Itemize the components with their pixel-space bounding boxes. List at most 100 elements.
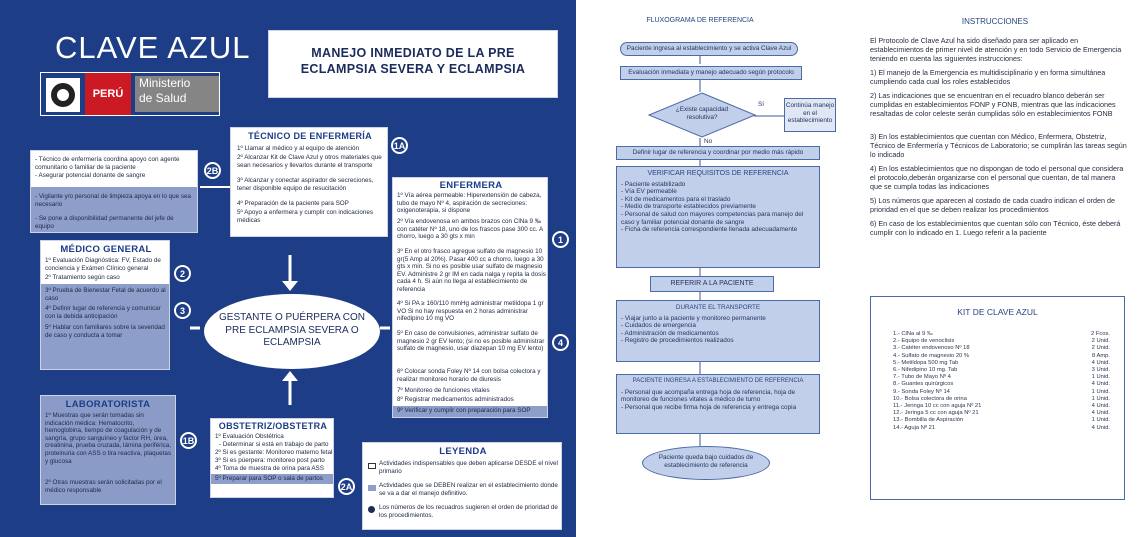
medico-shade	[41, 284, 169, 369]
enfermera-title: ENFERMERA	[439, 180, 503, 191]
kit-list: 1.- ClNa al 9 ‰2 Fcos. 2.- Equipo de ven…	[871, 317, 1124, 432]
enfermera-item: 2º Vía endovenosa en ambos brazos con Cl…	[397, 218, 543, 241]
instrucciones-item: 2) Las indicaciones que se encuentran en…	[870, 91, 1116, 119]
enfermera-item: 5º En caso de convulsiones, administrar …	[397, 330, 545, 353]
badge-4: 4	[552, 334, 569, 351]
flow-decision-diamond	[648, 92, 756, 138]
box-2b-item: - Se pone a disponibilidad permanente de…	[35, 215, 174, 230]
instrucciones-title: INSTRUCCIONES	[961, 17, 1029, 26]
kit-title: KIT DE CLAVE AZUL	[957, 307, 1038, 317]
kit-row: 4.- Sulfato de magnesio 20 %8 Amp.	[893, 352, 1110, 359]
ingresa-item: - Personal que acompaña entrega hoja de …	[621, 388, 796, 404]
instrucciones-intro: El Protocolo de Clave Azul ha sido diseñ…	[870, 36, 1122, 64]
transporte-title: DURANTE EL TRANSPORTE	[675, 304, 761, 311]
leyenda-title: LEYENDA	[439, 446, 487, 457]
box-2b: - Técnico de enfermería coordina apoyo c…	[30, 150, 198, 233]
main-heading: MANEJO INMEDIATO DE LA PRE ECLAMPSIA SEV…	[300, 46, 526, 76]
flow-start: Paciente ingresa al establecimiento y se…	[620, 42, 798, 56]
verificar-item: - Kit de medicamentos para el traslado	[621, 195, 731, 203]
legend-swatch-white	[368, 463, 376, 469]
obstetriz-item: 2º Si es gestante: Monitoreo materno fet…	[215, 449, 333, 456]
legend-swatch-blue	[368, 485, 376, 491]
obstetriz-title: OBSTETRIZ/OBSTETRA	[218, 421, 328, 431]
flow-ingresa: PACIENTE INGRESA A ESTABLECIMIENTO DE RE…	[616, 374, 820, 434]
coat-of-arms-icon	[46, 78, 80, 112]
verificar-item: - Medio de transporte establecidos previ…	[621, 203, 756, 211]
tecnico-title: TÉCNICO DE ENFERMERÍA	[248, 131, 372, 141]
instrucciones-item: 4) En los establecimientos que no dispon…	[870, 164, 1124, 192]
laboratorista-title: LABORATORISTA	[65, 399, 151, 410]
enfermera-item: 9º Verificar y cumplir con preparación p…	[397, 407, 531, 414]
verificar-item: - Personal de salud con mayores competen…	[621, 210, 804, 226]
enfermera-item: 1º Vía aérea permeable: Hiperextensión d…	[397, 192, 542, 215]
instrucciones-item: 3) En los establecimientos que cuentan c…	[870, 132, 1127, 160]
ingresa-item: - Personal que recibe firma hoja de refe…	[621, 403, 797, 411]
flow-verificar: VERIFICAR REQUISITOS DE REFERENCIA - Pac…	[616, 166, 820, 268]
badge-1b: 1B	[180, 432, 197, 449]
flow-yes-label: Sí	[758, 101, 765, 108]
medico-box: MÉDICO GENERAL 1º Evaluación Diagnóstica…	[40, 240, 170, 370]
patient-ellipse: GESTANTE O PUÉRPERA CON PRE ECLAMPSIA SE…	[204, 294, 380, 369]
box-2b-item: - Asegurar potencial donante de sangre	[35, 172, 146, 179]
leyenda-box: LEYENDA Actividades indispensables que d…	[362, 442, 562, 530]
tecnico-item: 2º Alcanzar Kit de Clave Azul y otros ma…	[237, 154, 382, 169]
main-heading-box: MANEJO INMEDIATO DE LA PRE ECLAMPSIA SEV…	[268, 30, 558, 98]
enfermera-item: 7º Monitoreo de funciones vitales	[397, 387, 490, 394]
ingresa-title: PACIENTE INGRESA A ESTABLECIMIENTO DE RE…	[632, 378, 804, 384]
poster-title: CLAVE AZUL	[55, 30, 251, 65]
badge-1a: 1A	[391, 137, 408, 154]
verificar-item: - Ficha de referencia correspondiente ll…	[621, 226, 798, 234]
flow-referir: REFERIR A LA PACIENTE	[650, 276, 774, 292]
badge-2b: 2B	[204, 162, 221, 179]
badge-2: 2	[174, 265, 191, 282]
laboratorista-box: LABORATORISTA 1º Muestras que serán toma…	[40, 395, 176, 505]
enfermera-box: ENFERMERA 1º Vía aérea permeable: Hipere…	[392, 177, 548, 418]
flow-title: FLUXOGRAMA DE REFERENCIA	[646, 17, 754, 24]
transporte-item: - Viajar junto a la paciente y monitoreo…	[621, 314, 766, 322]
obstetriz-item: - Determinar si está en trabajo de parto	[219, 441, 329, 448]
center-arrows	[190, 255, 390, 405]
flow-eval: Evaluación inmediata y manejo adecuado s…	[620, 66, 802, 80]
obstetriz-box: OBSTETRIZ/OBSTETRA 1º Evaluación Obstétr…	[210, 418, 334, 498]
leyenda-item: Actividades indispensables que deben apl…	[379, 460, 558, 475]
peru-label: PERÚ	[85, 73, 131, 115]
verificar-item: - Vía EV permeable	[621, 188, 677, 196]
instrucciones-item: 6) En caso de los establecimientos que c…	[870, 219, 1121, 238]
obstetriz-item: 4º Toma de muestra de orina para ASS	[215, 465, 324, 472]
transporte-list: - Viajar junto a la paciente y monitoreo…	[617, 312, 819, 345]
enfermera-item: 8º Registrar medicamentos administrados	[397, 396, 514, 403]
flow-decision-text: ¿Existe capacidad resolutiva?	[675, 106, 729, 121]
tecnico-item: 3º Alcanzar y conectar aspirador de secr…	[237, 177, 374, 192]
obstetriz-item: 3º Si es púerpera: monitoreo post parto	[215, 457, 325, 464]
flow-transporte: DURANTE EL TRANSPORTE - Viajar junto a l…	[616, 300, 820, 362]
laboratorista-item: 2º Otras muestras serán solicitadas por …	[45, 479, 162, 494]
medico-item: 1º Evaluación Diagnóstica: FV, Estado de…	[45, 257, 161, 272]
badge-2a: 2A	[338, 478, 355, 495]
ingresa-list: - Personal que acompaña entrega hoja de …	[617, 386, 819, 412]
kit-row: 1.- ClNa al 9 ‰2 Fcos.	[893, 331, 1110, 337]
badge-1: 1	[552, 231, 569, 248]
enfermera-shade	[393, 406, 547, 417]
box-2b-item: - Técnico de enfermería coordina apoyo c…	[35, 156, 180, 171]
verificar-title: VERIFICAR REQUISITOS DE REFERENCIA	[647, 170, 789, 177]
obstetriz-item: 5º Preparar para SOP o sala de partos	[215, 475, 323, 482]
flow-no-label: No	[704, 138, 713, 145]
flow-yes-box: Continúa manejo en el establecimiento	[784, 98, 836, 132]
medico-item: 4º Definir lugar de referencia y comunic…	[45, 305, 161, 320]
box-2b-item: - Vigilante y/o personal de limpieza apo…	[35, 193, 192, 208]
verificar-item: - Paciente estabilizado	[621, 180, 686, 188]
tecnico-item: 1º Llamar al médico y al equipo de atenc…	[237, 145, 360, 152]
leyenda-item: Actividades que se DEBEN realizar en el …	[379, 482, 558, 497]
ministry-logo: PERÚ Ministerio de Salud	[40, 72, 220, 116]
